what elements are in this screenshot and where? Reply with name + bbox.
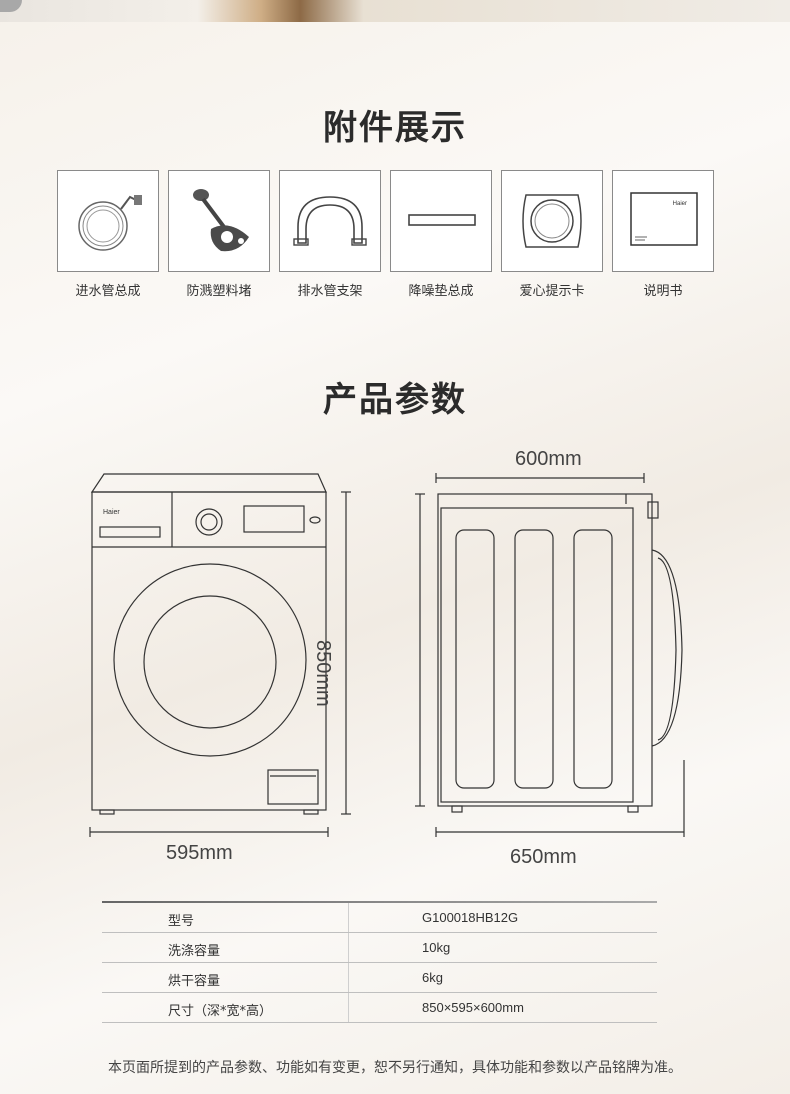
params-title: 产品参数 xyxy=(323,380,467,420)
height-dimension: 850mm xyxy=(312,640,334,707)
accessories-title: 附件展示 xyxy=(323,108,467,148)
accessory-manual: Haier 说明书 xyxy=(612,170,714,299)
top-depth-dimension: 600mm xyxy=(515,448,582,470)
side-view xyxy=(415,473,685,837)
accessory-plastic-plug: 防溅塑料堵 xyxy=(168,170,270,299)
table-row: 尺寸（深*宽*高）850×595×600mm xyxy=(102,993,657,1023)
accessories-grid: 进水管总成 防溅塑料堵 排水管支架 xyxy=(57,170,717,300)
dimension-diagram: Haier 595mm 850mm xyxy=(0,440,790,880)
accessory-care-card: 爱心提示卡 xyxy=(501,170,603,299)
top-banner-strip xyxy=(0,0,790,22)
svg-text:Haier: Haier xyxy=(673,201,687,207)
accessory-label: 爱心提示卡 xyxy=(519,284,585,299)
washer-drawing: Haier xyxy=(89,473,685,837)
width-dimension: 595mm xyxy=(166,842,233,864)
accessory-drain-bracket: 排水管支架 xyxy=(279,170,381,299)
front-view xyxy=(89,473,351,837)
noise-pad-icon xyxy=(408,214,476,226)
drain-bracket-icon xyxy=(293,196,367,246)
accessory-noise-pad: 降噪垫总成 xyxy=(390,170,492,299)
front-brand-logo: Haier xyxy=(103,509,120,516)
accessory-label: 排水管支架 xyxy=(297,284,363,299)
accessory-label: 说明书 xyxy=(643,284,683,299)
accessory-label: 进水管总成 xyxy=(75,284,141,299)
manual-icon: Haier xyxy=(630,192,698,246)
params-table-top-border xyxy=(102,901,657,903)
accessory-label: 防溅塑料堵 xyxy=(186,284,252,299)
disclaimer-note: 本页面所提到的产品参数、功能如有变更，恕不另行通知，具体功能和参数以产品铭牌为准… xyxy=(108,1060,682,1076)
accessory-inlet-hose: 进水管总成 xyxy=(57,170,159,299)
care-card-icon xyxy=(522,194,582,248)
plastic-plug-icon xyxy=(193,189,249,252)
accessory-label: 降噪垫总成 xyxy=(408,284,474,299)
bottom-depth-dimension: 650mm xyxy=(510,846,577,868)
inlet-hose-icon xyxy=(78,195,142,251)
banner-decoration xyxy=(0,0,22,12)
